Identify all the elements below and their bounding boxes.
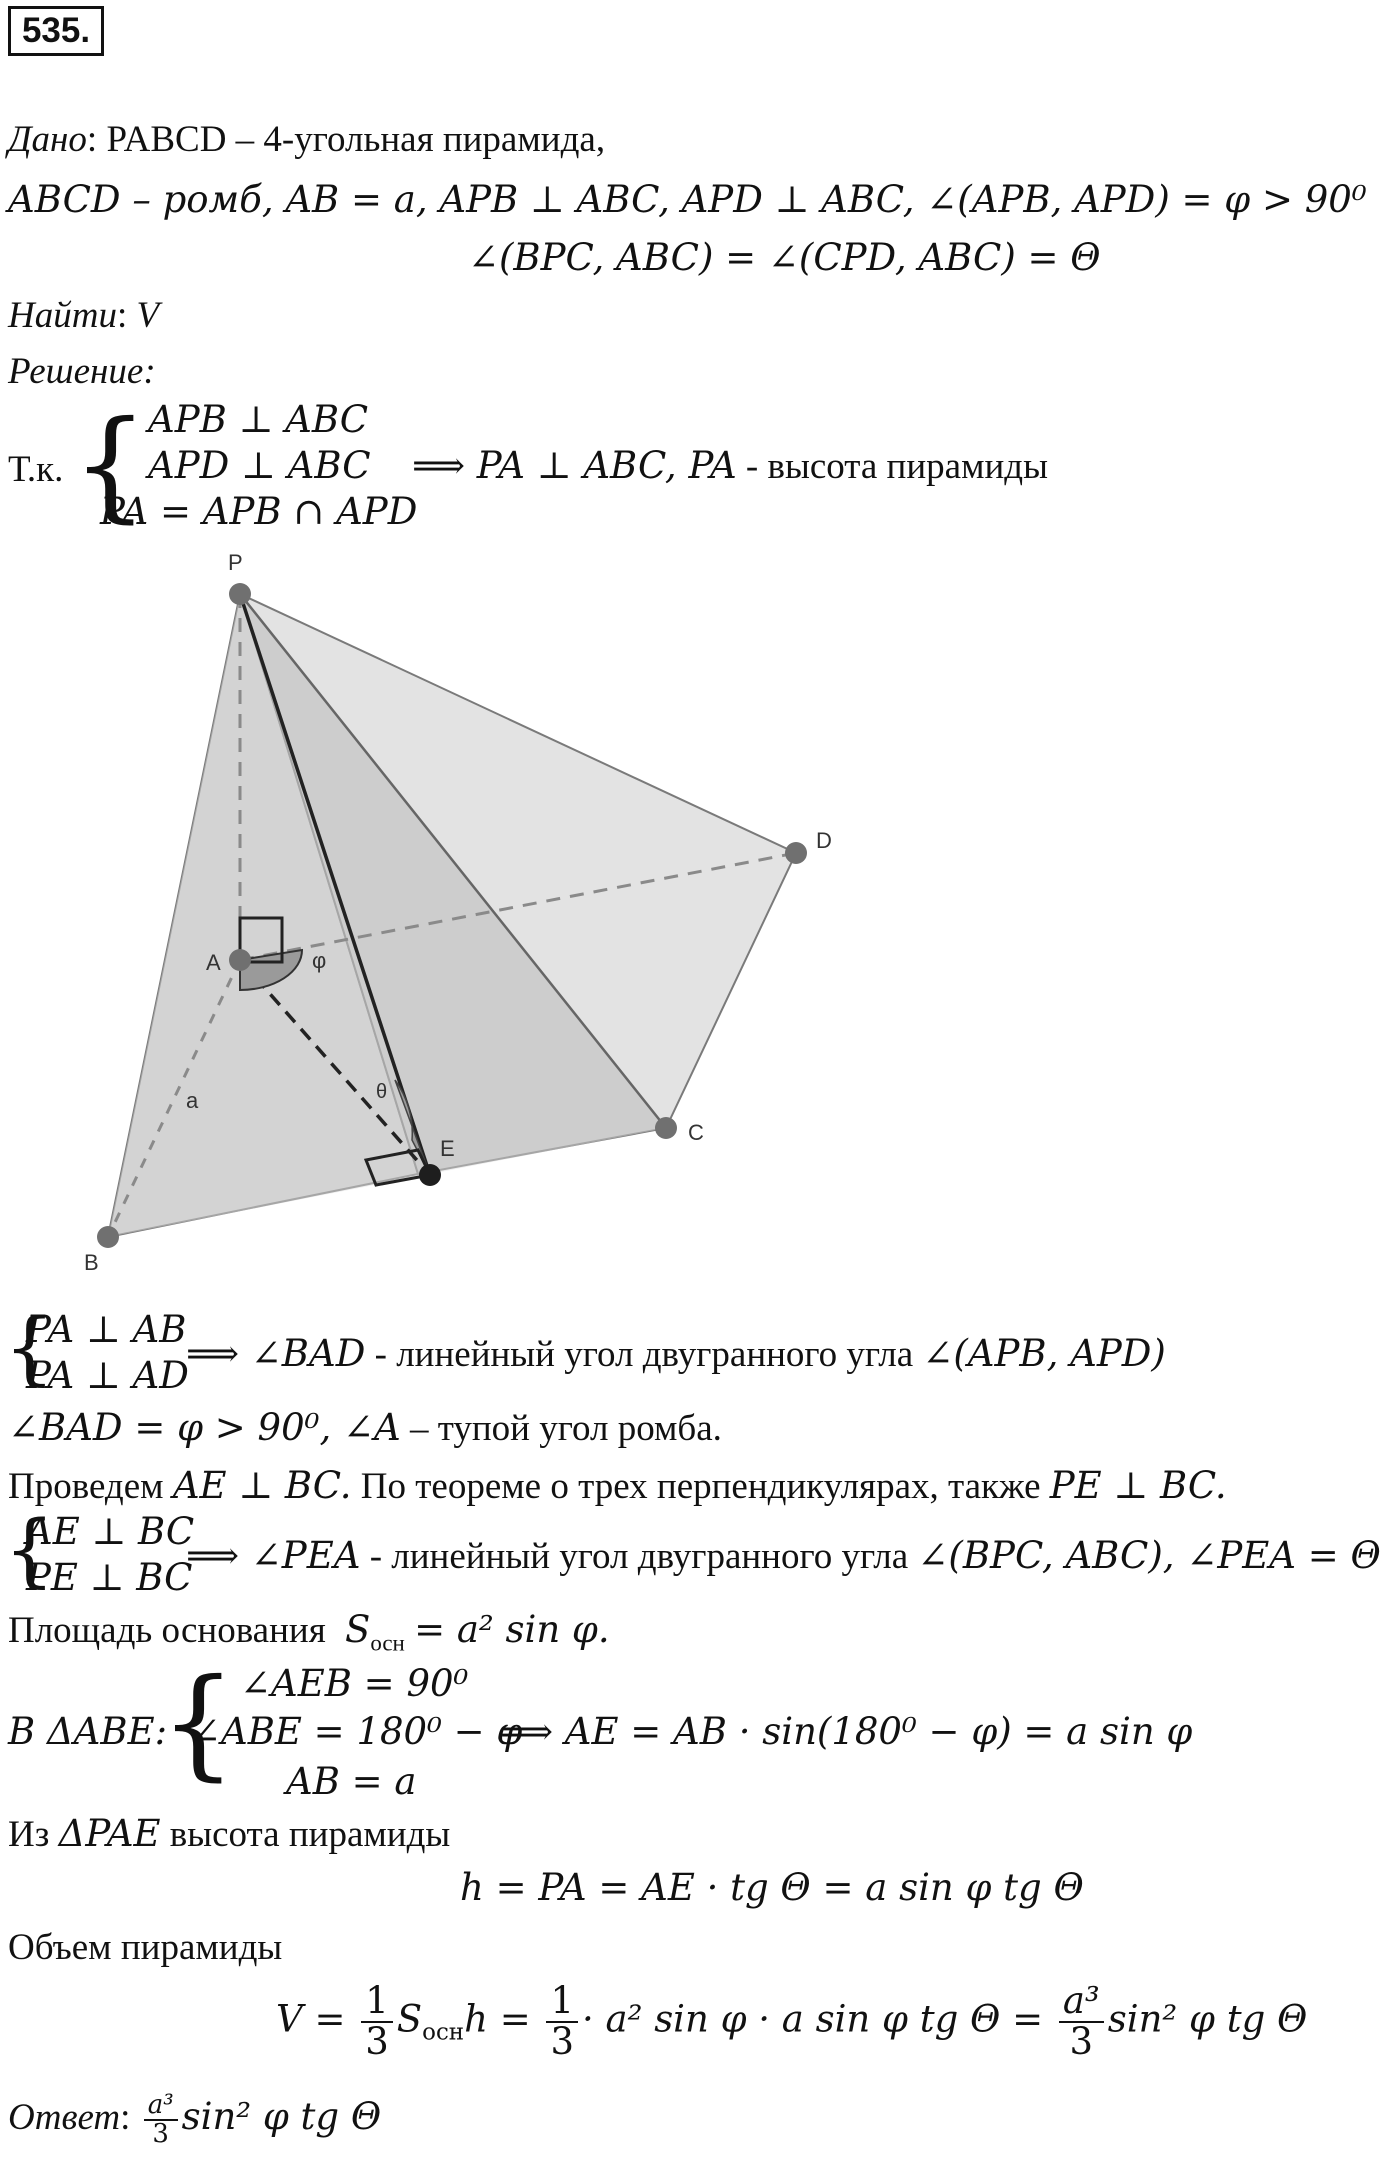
system2-row-2: PA ⊥ AD — [26, 1354, 189, 1397]
system2-brace: { — [4, 1301, 55, 1394]
label-e: E — [440, 1136, 455, 1161]
label-c: C — [688, 1120, 704, 1145]
right-angle-a — [238, 916, 284, 964]
line-ae: Проведем AE ⊥ BC. По теореме о трех перп… — [8, 1464, 1227, 1508]
point-p — [229, 583, 251, 605]
area-text: Площадь основания — [8, 1610, 326, 1651]
height-line: Из ΔPAE высота пирамиды — [8, 1812, 450, 1856]
find-label: Найти — [8, 295, 117, 336]
triangle-row-2: ∠ABE = 180⁰ − φ — [190, 1710, 523, 1753]
system2-text: - линейный угол двугранного угла — [374, 1334, 914, 1375]
triangle-prefix-text: В ΔABE: — [8, 1710, 168, 1753]
label-p: P — [228, 550, 243, 575]
point-c — [655, 1117, 677, 1139]
point-b — [97, 1226, 119, 1248]
triangle-result: ⟹ AE = AB · sin(180⁰ − φ) = a sin φ — [500, 1710, 1193, 1753]
label-d: D — [816, 828, 832, 853]
given-label: Дано — [8, 119, 87, 160]
find-line: Найти: V — [8, 295, 160, 336]
line-bad: ∠BAD = φ > 90⁰, ∠A – тупой угол ромба. — [8, 1406, 722, 1450]
face-overlay — [108, 594, 666, 1237]
volume-end: sin² φ tg Θ — [1107, 1997, 1308, 2041]
answer-end: sin² φ tg Θ — [181, 2094, 382, 2138]
point-a — [229, 949, 251, 971]
triangle-brace: { — [160, 1654, 237, 1793]
point-d — [785, 842, 807, 864]
system3-result: ⟹ ∠PEA - линейный угол двугранного угла … — [186, 1534, 1381, 1578]
height-text-1: Из — [8, 1814, 50, 1855]
given-line-2: ABCD – ромб, AB = a, APB ⊥ ABC, APD ⊥ AB… — [8, 178, 1367, 221]
point-e — [419, 1164, 441, 1186]
line-ae-t2: По теореме о трех перпендикулярах, также — [360, 1466, 1041, 1507]
line-ae-t1: Проведем — [8, 1466, 164, 1507]
system1-result: ⟹ PA ⊥ ABC, PA - высота пирамиды — [412, 444, 1048, 488]
answer-label: Ответ — [8, 2096, 121, 2138]
label-a: A — [206, 950, 221, 975]
edge-pc — [239, 593, 667, 1129]
system1-result-text: - высота пирамиды — [745, 446, 1048, 487]
given-text-1: PABCD – 4-угольная пирамида, — [106, 119, 606, 160]
system2-row-1: PA ⊥ AB — [26, 1308, 187, 1351]
problem-number: 535. — [8, 6, 104, 56]
height-formula: h = PA = AE · tg Θ = a sin φ tg Θ — [460, 1866, 1084, 1909]
angle-phi-arc — [239, 948, 304, 992]
system3-angle: ∠(BPC, ABC), ∠PEA = Θ — [917, 1534, 1381, 1577]
segment-ae — [238, 958, 432, 1177]
system2-angle: ∠(APB, APD) — [922, 1332, 1166, 1375]
height-tri: ΔPAE — [58, 1812, 161, 1855]
label-theta: θ — [376, 1081, 387, 1103]
volume-v: V = — [276, 1997, 346, 2041]
area-line: Площадь основания Sосн = a² sin φ. — [8, 1608, 610, 1656]
system3-result-math: ⟹ ∠PEA — [186, 1534, 361, 1577]
system3-brace: { — [4, 1503, 55, 1596]
line-ae-m1: AE ⊥ BC. — [172, 1464, 352, 1507]
system1-row-1: APB ⊥ ABC — [148, 398, 369, 441]
volume-text: Объем пирамиды — [8, 1927, 283, 1968]
line-bad-text: – тупой угол ромба. — [409, 1408, 722, 1449]
system1-prefix: Т.к. — [8, 449, 64, 490]
volume-mid: · a² sin φ · a sin φ tg Θ = — [582, 1997, 1044, 2041]
system1-brace: { — [72, 396, 149, 535]
system1-row-3: PA = APB ∩ APD — [100, 490, 418, 533]
volume-sub: осн — [422, 2019, 465, 2046]
solution-label: Решение: — [8, 351, 156, 392]
given-line-3: ∠(BPC, ABC) = ∠(CPD, ABC) = Θ — [468, 236, 1101, 279]
line-ae-m2: PE ⊥ BC. — [1049, 1464, 1227, 1507]
pyramid-figure: P A B C D E φ θ a — [84, 550, 832, 1275]
line-bad-math: ∠BAD = φ > 90⁰, ∠A — [8, 1406, 401, 1449]
right-angle-e — [363, 1148, 433, 1187]
system2-result: ⟹ ∠BAD - линейный угол двугранного угла … — [186, 1332, 1166, 1376]
label-a-length: a — [186, 1088, 199, 1113]
triangle-row-1: ∠AEB = 90⁰ — [240, 1662, 469, 1705]
triangle-prefix: В ΔABE: — [8, 1710, 167, 1754]
volume-s: S — [396, 1997, 423, 2041]
area-s: S — [344, 1608, 371, 1651]
find-value: V — [136, 295, 160, 336]
system3-row-1: AE ⊥ BC — [26, 1510, 195, 1553]
height-text-2: высота пирамиды — [169, 1814, 451, 1855]
system3-row-2: PE ⊥ BC — [26, 1556, 193, 1599]
label-phi: φ — [312, 948, 326, 973]
system3-text: - линейный угол двугранного угла — [369, 1536, 909, 1577]
label-b: B — [84, 1250, 99, 1275]
triangle-row-3: AB = a — [286, 1760, 417, 1803]
system1-row-2: APD ⊥ ABC — [148, 444, 371, 487]
system1-result-math: ⟹ PA ⊥ ABC, PA — [412, 444, 737, 487]
area-sub: осн — [370, 1630, 405, 1656]
volume-h: h = — [464, 1997, 531, 2041]
angle-theta-arc — [394, 1079, 431, 1176]
system2-result-math: ⟹ ∠BAD — [186, 1332, 366, 1375]
given-line-1: Дано: PABCD – 4-угольная пирамида, — [8, 119, 606, 160]
area-rest: = a² sin φ. — [414, 1608, 610, 1651]
segment-pe — [238, 593, 432, 1176]
